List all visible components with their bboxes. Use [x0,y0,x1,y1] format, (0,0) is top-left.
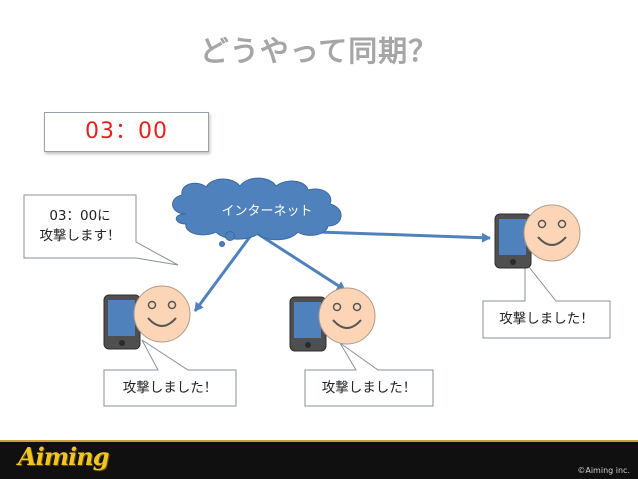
copyright-text: ©Aiming inc. [577,466,630,475]
callout-reply-center-text: 攻撃しました！ [321,380,417,396]
callout-announce-line2: 攻撃します！ [39,228,121,244]
smartphone-icon [494,213,532,269]
aiming-logo: Aiming [18,442,109,471]
callout-reply-center-shape [304,342,434,407]
callout-reply-left-shape [103,339,237,407]
callout-reply-left-text: 攻撃しました！ [122,380,218,396]
callout-announce-line1: 03：00に [49,208,111,224]
callout-reply-right-shape [482,260,611,339]
timer-text: 03：00 [85,119,168,144]
smartphone-icon [103,294,141,350]
cloud-icon [172,177,342,247]
arrow-to-left-device [193,233,254,312]
footer-accent-line [0,440,638,442]
face-icon [523,204,581,262]
cloud-label: インターネット [221,204,313,219]
callout-announce-text: 03：00に 攻撃します！ [24,206,136,246]
callout-reply-right-text: 攻撃しました！ [499,311,594,327]
arrow-to-center-device [254,230,346,292]
timer-box: 03：00 [44,112,209,152]
callout-announce-shape [23,194,179,266]
face-icon [133,285,191,343]
slide-title: どうやって同期？ [199,34,439,68]
footer-bar [0,440,638,479]
face-icon [318,287,376,345]
